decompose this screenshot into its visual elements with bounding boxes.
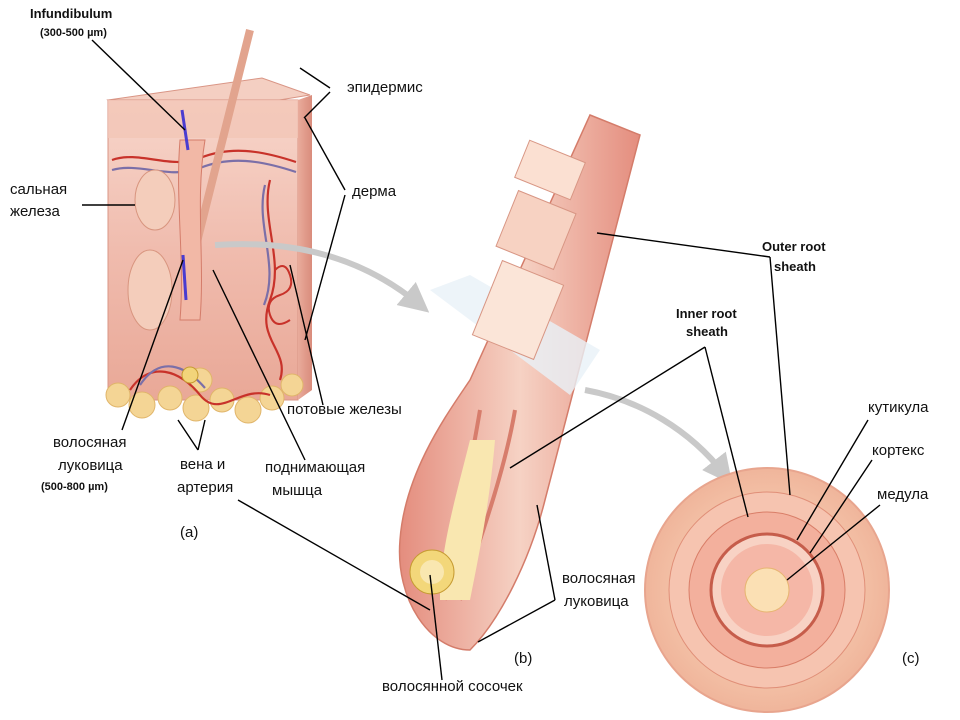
labels: Infundibulum (300-500 µm) эпидермис дерм…: [10, 6, 929, 695]
cross-section: [644, 467, 890, 713]
label-vessels-2: артерия: [177, 479, 233, 496]
label-dermis: дерма: [352, 183, 397, 200]
skin-block: [105, 29, 312, 424]
label-bulb-b-2: луковица: [564, 593, 629, 610]
arrow-b-to-c: [584, 387, 733, 485]
leader-lines: [82, 39, 881, 681]
label-sebaceous-1: сальная: [10, 181, 67, 198]
label-bulb-a-2: луковица: [58, 457, 123, 474]
follicle: [178, 139, 206, 321]
label-outer-root-1: Outer root: [762, 239, 826, 254]
label-medulla: медула: [877, 486, 929, 503]
arrow-a-to-b: [214, 241, 430, 313]
label-bulb-b-1: волосяная: [562, 570, 635, 587]
sweat-gland: [267, 265, 293, 325]
label-panel-b: (b): [514, 650, 532, 667]
label-bulb-a-1: волосяная: [53, 434, 126, 451]
label-sweat-glands: потовые железы: [287, 401, 402, 418]
label-outer-root-2: sheath: [774, 259, 816, 274]
label-muscle-1: поднимающая: [265, 459, 365, 476]
label-inner-root-1: Inner root: [676, 306, 737, 321]
label-muscle-2: мышца: [272, 482, 323, 499]
label-cuticle: кутикула: [868, 399, 929, 416]
label-panel-a: (a): [180, 524, 198, 541]
sebaceous-gland: [134, 169, 176, 231]
papilla-a: [181, 366, 199, 384]
hair-shaft: [191, 29, 254, 251]
label-inner-root-2: sheath: [686, 324, 728, 339]
label-sebaceous-2: железа: [10, 203, 61, 220]
label-vessels-1: вена и: [180, 456, 225, 473]
label-bulb-a-size: (500-800 µm): [41, 481, 108, 493]
label-epidermis: эпидермис: [347, 79, 423, 96]
label-papilla: волосянной сосочек: [382, 678, 523, 695]
follicle-section: [398, 114, 641, 651]
label-panel-c: (c): [902, 650, 920, 667]
label-infundibulum-size: (300-500 µm): [40, 27, 107, 39]
dermal-papilla: [409, 549, 455, 595]
label-cortex: кортекс: [872, 442, 925, 459]
label-infundibulum: Infundibulum: [30, 6, 112, 21]
